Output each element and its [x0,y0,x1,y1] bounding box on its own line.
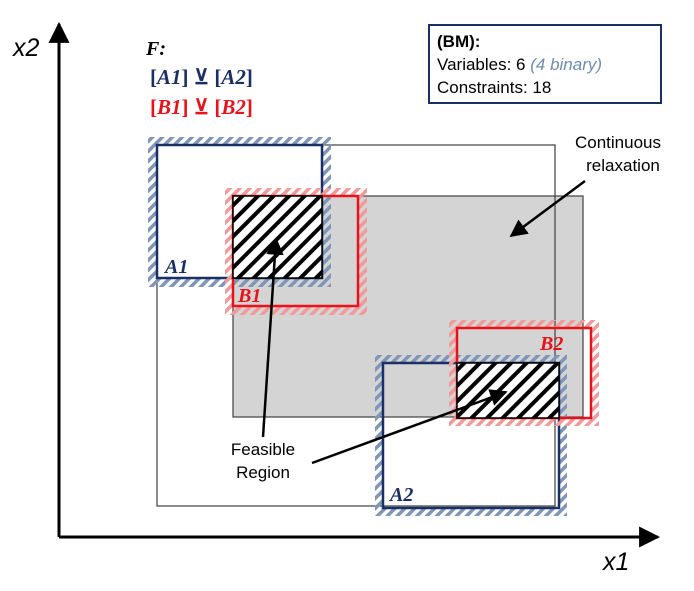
formula-line-2: [B1] ⊻ [B2] [150,95,253,119]
label-a1: A1 [163,256,188,278]
info-box [428,24,662,104]
feasible-region-1-hatch [232,195,323,279]
x-axis-label: x1 [602,548,629,576]
label-b2: B2 [539,333,563,355]
info-box-heading: (BM): [437,32,480,51]
label-a2: A2 [388,484,413,506]
formula-line-1: [A1] ⊻ [A2] [150,65,253,89]
info-box-binary-note: (4 binary) [530,55,602,74]
info-box-variables: Variables: 6 (4 binary) [437,55,602,74]
label-b1: B1 [237,285,261,307]
relaxation-label-line2: relaxation [586,156,660,175]
feasible-arrow-2 [311,389,508,465]
feasible-region-2-hatch [456,362,560,419]
formula-title: F: [145,38,166,60]
feasible-label-line1: Feasible [231,440,295,459]
relaxation-label-line1: Continuous [575,133,661,152]
feasible-label-line2: Region [236,463,290,482]
y-axis-label: x2 [12,34,40,62]
info-box-constraints: Constraints: 18 [437,78,551,97]
feasible-arrow-1 [261,237,284,438]
relaxation-arrow [509,179,586,238]
